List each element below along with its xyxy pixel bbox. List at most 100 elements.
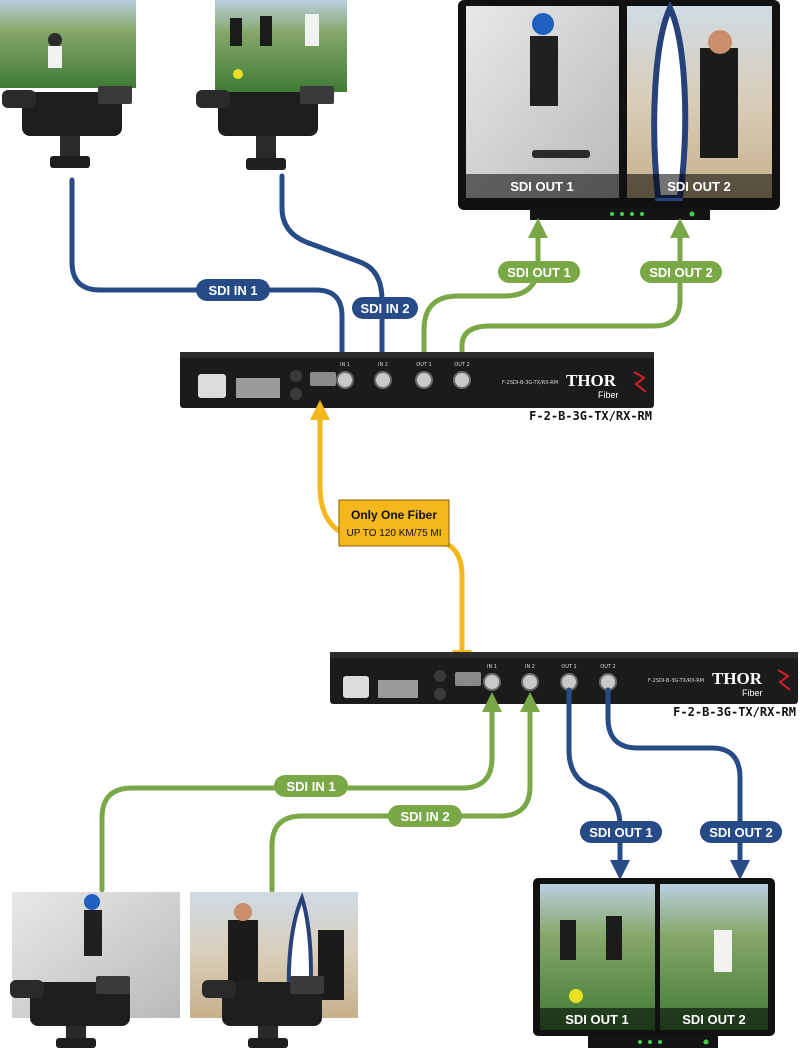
top-thor-unit: IN 1 IN 2 OUT 1 OUT 2 F-2SDI-B-3G-TX/RX-… — [180, 352, 654, 408]
bottom-unit-brand: THOR — [712, 669, 763, 688]
top-unit-panel-text: F-2SDI-B-3G-TX/RX-RM — [502, 380, 558, 386]
monitor-screen-1 — [540, 884, 655, 1030]
fiber-connector — [310, 372, 336, 386]
label-bottom-sdi-out-2: SDI OUT 2 — [700, 821, 782, 843]
bnc-port-out-2 — [453, 371, 471, 389]
screen-caption-bar-1 — [466, 174, 619, 198]
terminal-block — [378, 680, 418, 698]
top-unit-brand: THOR — [566, 371, 617, 390]
bottom-port-label-in-1: IN 1 — [487, 664, 497, 670]
surfer-figure — [228, 920, 258, 990]
svg-text:SDI IN 2: SDI IN 2 — [400, 809, 449, 824]
player-figure — [305, 14, 319, 46]
fiber-port — [290, 388, 302, 400]
status-led — [610, 212, 614, 216]
bottom-thor-unit: IN 1 IN 2 OUT 1 OUT 2 F-2SDI-B-3G-TX/RX-… — [330, 652, 798, 704]
bottom-camera-1 — [10, 892, 180, 1048]
label-bottom-sdi-in-2: SDI IN 2 — [388, 805, 462, 827]
fiber-port — [434, 688, 446, 700]
bnc-port-in-2 — [521, 673, 539, 691]
top-port-label-in-2: IN 2 — [378, 362, 388, 368]
player-figure — [606, 916, 622, 960]
skater-figure — [84, 910, 102, 956]
thor-logo-icon — [777, 669, 791, 691]
bottom-sdi-out-2-cable — [605, 687, 750, 880]
top-sdi-out-1-cable — [421, 218, 548, 375]
fiber-title: Only One Fiber — [351, 508, 437, 522]
fiber-label: Only One Fiber UP TO 120 KM/75 MI — [338, 499, 450, 547]
skateboard — [532, 150, 590, 158]
player-figure — [230, 18, 242, 46]
status-led — [630, 212, 634, 216]
bottom-monitor-caption-1: SDI OUT 1 — [565, 1012, 629, 1027]
camcorder-icon — [2, 86, 132, 168]
top-port-label-out-1: OUT 1 — [416, 362, 431, 368]
screen-caption-bar-2 — [660, 1008, 768, 1030]
monitor-screen-2 — [627, 6, 772, 198]
power-socket — [198, 374, 226, 398]
bottom-sdi-out-1-cable — [566, 687, 630, 880]
svg-text:SDI IN 1: SDI IN 1 — [208, 283, 257, 298]
player-figure — [560, 920, 576, 960]
bnc-port-in-1 — [336, 371, 354, 389]
status-led — [638, 1040, 642, 1044]
bottom-monitor-caption-2: SDI OUT 2 — [682, 1012, 746, 1027]
skater-figure — [84, 894, 100, 910]
terminal-block — [236, 378, 280, 398]
top-sdi-in-1-cable — [69, 177, 352, 372]
surfer-figure — [700, 48, 738, 158]
camcorder-icon — [202, 976, 324, 1048]
top-unit-model: F-2-B-3G-TX/RX-RM — [529, 409, 652, 423]
fiber-port — [290, 370, 302, 382]
top-sdi-out-2-cable — [459, 218, 690, 375]
status-led — [703, 1039, 709, 1045]
bottom-monitor: SDI OUT 1 SDI OUT 2 — [533, 878, 775, 1048]
ball — [233, 69, 243, 79]
screen-caption-bar-2 — [627, 174, 772, 198]
top-sdi-in-2-cable — [279, 173, 392, 372]
skater-figure — [532, 13, 554, 35]
fiber-port — [434, 670, 446, 682]
fiber-connector — [455, 672, 481, 686]
top-monitor-caption-1: SDI OUT 1 — [510, 179, 574, 194]
surfboard — [651, 0, 689, 201]
bottom-unit-brand-sub: Fiber — [742, 688, 763, 698]
label-top-sdi-in-2: SDI IN 2 — [352, 297, 418, 319]
player-figure — [714, 930, 732, 972]
top-camera-2 — [196, 0, 347, 170]
status-led — [658, 1040, 662, 1044]
top-port-label-out-2: OUT 2 — [454, 362, 469, 368]
surfer-figure — [234, 903, 252, 921]
top-monitor-caption-2: SDI OUT 2 — [667, 179, 731, 194]
bnc-port-in-2 — [374, 371, 392, 389]
player-figure — [48, 46, 62, 68]
camcorder-icon — [10, 976, 130, 1048]
label-bottom-sdi-in-1: SDI IN 1 — [274, 775, 348, 797]
thor-logo-icon — [633, 371, 647, 393]
label-top-sdi-out-1: SDI OUT 1 — [498, 261, 580, 283]
top-unit-brand-sub: Fiber — [598, 390, 619, 400]
bnc-port-out-1 — [415, 371, 433, 389]
camcorder-icon — [196, 86, 334, 170]
bnc-port-in-1 — [483, 673, 501, 691]
bottom-unit-panel-text: F-2SDI-B-3G-TX/RX-RM — [648, 678, 704, 684]
bottom-unit-model: F-2-B-3G-TX/RX-RM — [673, 705, 796, 719]
status-led — [620, 212, 624, 216]
label-top-sdi-out-2: SDI OUT 2 — [640, 261, 722, 283]
power-socket — [343, 676, 369, 698]
status-led — [640, 212, 644, 216]
top-camera-1 — [0, 0, 136, 168]
surfer-figure — [708, 30, 732, 54]
bottom-port-label-out-1: OUT 1 — [561, 664, 576, 670]
player-figure — [260, 16, 272, 46]
label-top-sdi-in-1: SDI IN 1 — [196, 279, 270, 301]
unit-top-edge — [180, 352, 654, 358]
svg-text:SDI OUT 1: SDI OUT 1 — [507, 265, 571, 280]
status-led — [648, 1040, 652, 1044]
screen-caption-bar-1 — [540, 1008, 655, 1030]
top-monitor: SDI OUT 1 SDI OUT 2 — [458, 0, 780, 220]
bottom-camera-2 — [190, 892, 358, 1048]
monitor-stand — [588, 1036, 718, 1048]
svg-text:SDI OUT 1: SDI OUT 1 — [589, 825, 653, 840]
